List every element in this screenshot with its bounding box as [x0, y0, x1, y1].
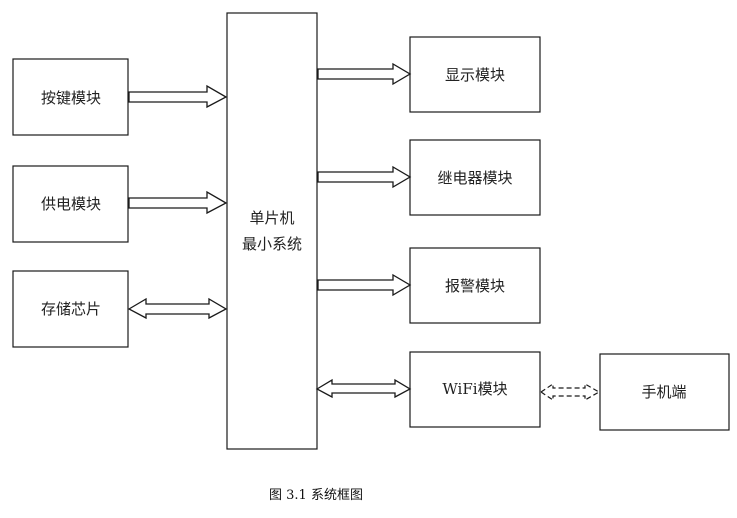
display-module-box	[409, 36, 541, 113]
mcu-to-alarm-arrow	[317, 273, 412, 297]
wifi-phone-wireless-arrow	[539, 382, 601, 402]
key-module-label: 按键模块	[41, 89, 101, 107]
phone-box	[599, 353, 730, 431]
power-module-box	[12, 165, 129, 243]
display-module-label: 显示模块	[445, 66, 505, 84]
mcu-label-line1: 单片机	[249, 209, 294, 227]
power-module-label: 供电模块	[41, 195, 101, 213]
storage-chip-box	[12, 270, 129, 348]
key-to-mcu-arrow	[128, 84, 228, 109]
mcu-box	[226, 12, 318, 450]
wifi-module-box	[409, 351, 541, 428]
alarm-module-label: 报警模块	[445, 277, 505, 295]
alarm-module-box	[409, 247, 541, 324]
storage-mcu-bidirectional-arrow	[127, 297, 228, 320]
mcu-to-relay-arrow	[317, 165, 412, 189]
phone-label: 手机端	[641, 383, 686, 401]
mcu-to-display-arrow	[317, 62, 412, 86]
relay-module-box	[409, 139, 541, 216]
figure-caption: 图 3.1 系统框图	[269, 488, 363, 503]
key-module-box	[12, 58, 129, 136]
storage-chip-label: 存储芯片	[41, 300, 101, 318]
wifi-module-label: WiFi模块	[442, 380, 507, 398]
mcu-wifi-bidirectional-arrow	[315, 378, 412, 399]
relay-module-label: 继电器模块	[437, 169, 512, 187]
power-to-mcu-arrow	[128, 190, 228, 215]
mcu-label-line2: 最小系统	[242, 235, 302, 253]
